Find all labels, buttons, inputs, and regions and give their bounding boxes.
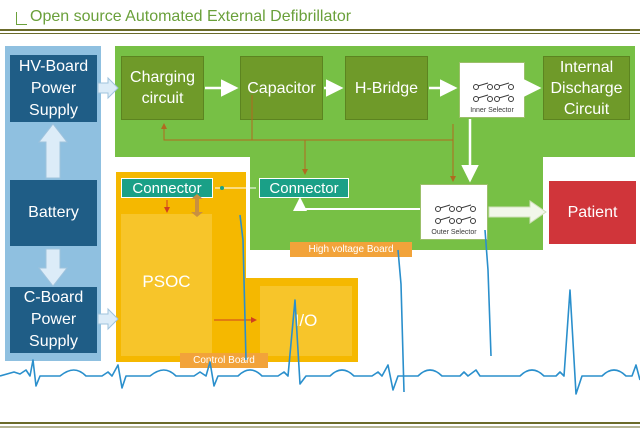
charging-circuit: Charging circuit [121, 56, 204, 120]
psoc-block: PSOC [121, 214, 212, 356]
page-title: Open source Automated External Defibrill… [30, 8, 352, 25]
inner-selector-label: Inner Selector [470, 107, 514, 114]
ecg-spikes-background [239, 214, 492, 393]
battery-to-c-arrow [37, 248, 69, 287]
hv-power-to-charging-arrow [97, 76, 119, 100]
battery-block: Battery [10, 180, 97, 246]
c-power-to-psoc-arrow [97, 307, 119, 331]
connector-control-board: Connector [121, 178, 213, 198]
inner-selector: Inner Selector [459, 62, 525, 118]
patient-block: Patient [549, 181, 636, 244]
connector-high-voltage-board: Connector [259, 178, 349, 198]
outer-selector-to-patient-arrow [488, 200, 547, 224]
c-board-power-supply: C-Board Power Supply [10, 287, 97, 353]
battery-to-hv-arrow [37, 123, 69, 179]
outer-selector-label: Outer Selector [431, 229, 477, 236]
ecg-trace [0, 289, 640, 395]
hv-board-power-supply: HV-Board Power Supply [10, 55, 97, 122]
top-rule-thin [0, 33, 640, 34]
top-rule [0, 29, 640, 31]
internal-discharge-circuit: Internal Discharge Circuit [543, 56, 630, 120]
io-block: I/O [260, 286, 352, 356]
connector-to-psoc-arrow-bold [191, 194, 203, 217]
h-bridge: H-Bridge [345, 56, 428, 120]
connector-link-dot [220, 186, 224, 190]
outer-selector: Outer Selector [420, 184, 488, 240]
high-voltage-board-label: High voltage Board [290, 242, 412, 257]
switch-icon [435, 204, 476, 224]
control-bus-lines [163, 95, 454, 180]
switch-icon [473, 82, 514, 102]
capacitor: Capacitor [240, 56, 323, 120]
outer-selector-to-connector-arrow [293, 197, 420, 211]
title-marker [16, 12, 27, 25]
